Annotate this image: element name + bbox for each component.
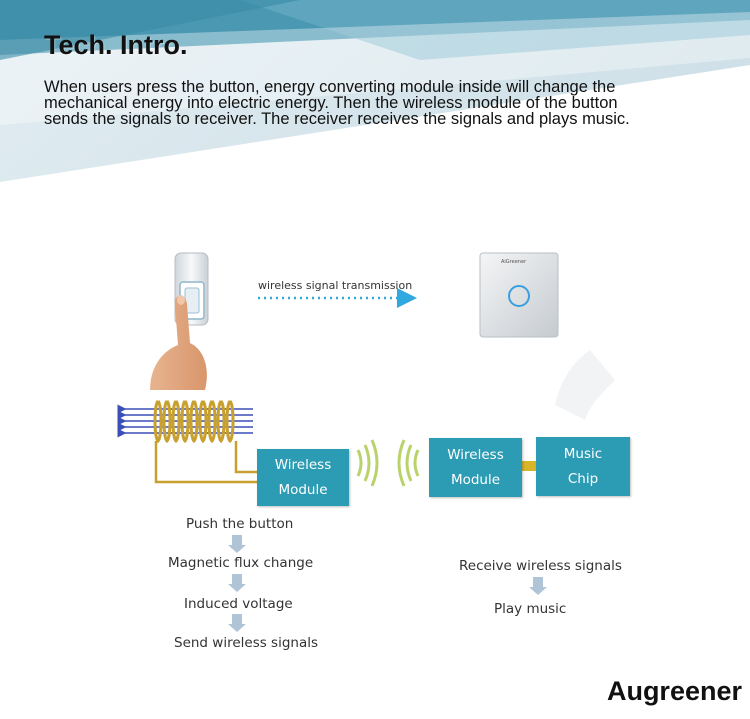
brand-logo-text: Augreener — [606, 676, 742, 706]
signal-waves-out-icon — [356, 439, 379, 487]
intro-text: When users press the button, energy conv… — [44, 78, 630, 128]
step-send-signals: Send wireless signals — [174, 635, 319, 651]
step-induced-voltage: Induced voltage — [184, 596, 293, 612]
decorative-shape — [555, 350, 615, 420]
music-chip-box: Music Chip — [536, 437, 630, 496]
box-label-line: Module — [450, 471, 501, 488]
step-play-music: Play music — [494, 601, 567, 617]
header-banner — [0, 0, 750, 182]
transmitter-wireless-module-box: Wireless Module — [257, 449, 349, 506]
step-push-button: Push the button — [186, 516, 294, 532]
finger-image — [150, 295, 207, 390]
box-label-line: Chip — [567, 470, 599, 487]
box-label-line: Music — [563, 445, 603, 462]
receiver-light-icon — [508, 285, 530, 307]
transmitter-step-arrows — [228, 535, 246, 632]
box-connector — [522, 461, 536, 471]
transmission-label: wireless signal transmission — [258, 279, 413, 292]
receiver-image — [479, 252, 559, 338]
coil-image — [153, 399, 258, 484]
page-title: Tech. Intro. — [44, 30, 188, 60]
box-label-line: Module — [278, 481, 328, 498]
receiver-wireless-module-box: Wireless Module — [429, 438, 522, 497]
box-label-line: Wireless — [447, 446, 504, 463]
receiver-step-arrow — [529, 577, 547, 595]
box-label-line: Wireless — [274, 456, 332, 473]
step-receive-signals: Receive wireless signals — [459, 558, 622, 574]
receiver-logo: AiGreener — [501, 259, 527, 265]
step-magnetic-flux: Magnetic flux change — [168, 555, 314, 571]
signal-waves-in-icon — [397, 439, 420, 487]
